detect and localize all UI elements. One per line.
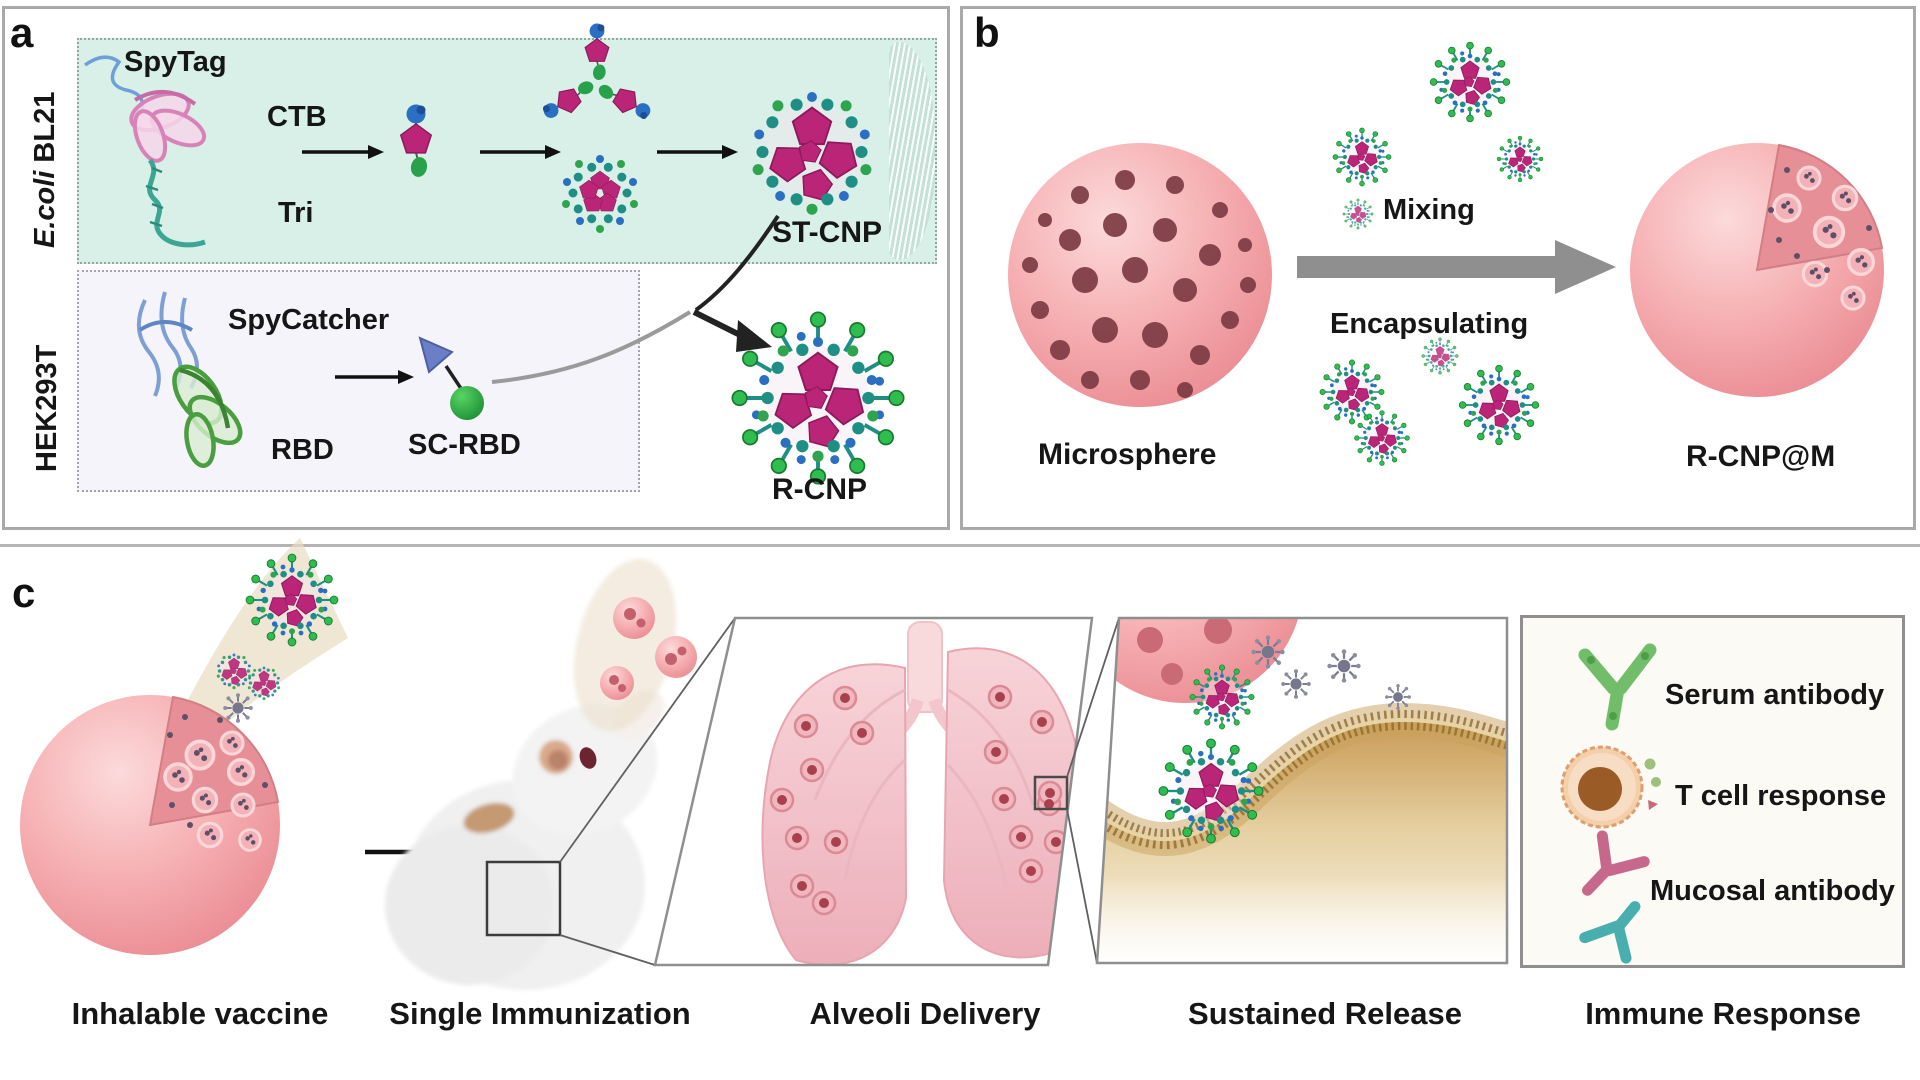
- step-label-single-immunization: Single Immunization: [389, 996, 691, 1031]
- spray-cnp-small-1: [216, 653, 252, 690]
- label-microsphere: Microsphere: [1038, 438, 1217, 471]
- membrane-edge-strip: [889, 42, 935, 260]
- inhalable-vaccine-graphic: [20, 695, 280, 955]
- step-label-alveoli-delivery: Alveoli Delivery: [809, 996, 1041, 1031]
- step-label-sustained-release: Sustained Release: [1188, 996, 1462, 1031]
- zoom-square-mouse: [485, 860, 562, 937]
- mucosal-membrane: [1097, 702, 1507, 963]
- sustained-panel-frame: [1095, 616, 1509, 965]
- sustained-release-content: [1097, 618, 1507, 963]
- legend-serum-antibody: Serum antibody: [1665, 679, 1885, 711]
- panel-b-tag: b: [974, 9, 1000, 56]
- mouse-eye: [579, 747, 597, 769]
- spray-cnp-small-2: [247, 666, 281, 701]
- spray-cone: [185, 538, 348, 736]
- ecoli-italic: E.coli: [29, 170, 61, 248]
- ecoli-strain: BL21: [29, 91, 61, 163]
- released-cnp-small: [1190, 665, 1254, 729]
- host-label-hek293t: HEK293T: [31, 344, 63, 472]
- label-mixing: Mixing: [1383, 194, 1475, 226]
- zoom-connector-lines-1: [559, 617, 736, 966]
- mouse-graphic: [385, 558, 677, 990]
- alveoli-panel-frame: [653, 616, 1094, 967]
- host-label-ecoli: E.coli BL21: [29, 91, 61, 248]
- label-ctb: CTB: [267, 101, 327, 133]
- label-spytag: SpyTag: [124, 46, 227, 78]
- arrow-immunization: [365, 843, 470, 861]
- label-spycatcher: SpyCatcher: [228, 304, 390, 336]
- lungs-graphic: [761, 621, 1085, 965]
- panel-divider-rule: [0, 544, 1920, 547]
- legend-t-cell-response: T cell response: [1675, 780, 1887, 812]
- label-rbd: RBD: [271, 434, 334, 466]
- label-st-cnp: ST-CNP: [772, 216, 883, 249]
- label-sc-rbd: SC-RBD: [408, 429, 521, 461]
- label-tri: Tri: [278, 197, 314, 229]
- alveoli-panel-content: [655, 618, 1092, 965]
- step-label-immune-response: Immune Response: [1585, 996, 1861, 1031]
- panel-c-tag: c: [12, 569, 36, 616]
- legend-mucosal-antibody: Mucosal antibody: [1650, 875, 1895, 907]
- alveoli-dots: [769, 684, 1069, 916]
- right-lung: [942, 647, 1085, 959]
- step-label-inhalable-vaccine: Inhalable vaccine: [71, 996, 329, 1031]
- label-r-cnp-m: R-CNP@M: [1686, 440, 1836, 473]
- released-cnp-large: [1159, 739, 1263, 843]
- inhaled-microspheres: [600, 597, 697, 700]
- spray-cnp-large: [246, 554, 338, 646]
- left-lung: [761, 663, 908, 965]
- zoom-connector-lines-2: [1066, 617, 1120, 964]
- zoom-square-lung: [1033, 775, 1069, 811]
- label-r-cnp: R-CNP: [772, 473, 867, 506]
- label-encapsulating: Encapsulating: [1330, 308, 1529, 340]
- spray-virus-icon: [222, 692, 254, 724]
- panel-a-tag: a: [10, 9, 34, 56]
